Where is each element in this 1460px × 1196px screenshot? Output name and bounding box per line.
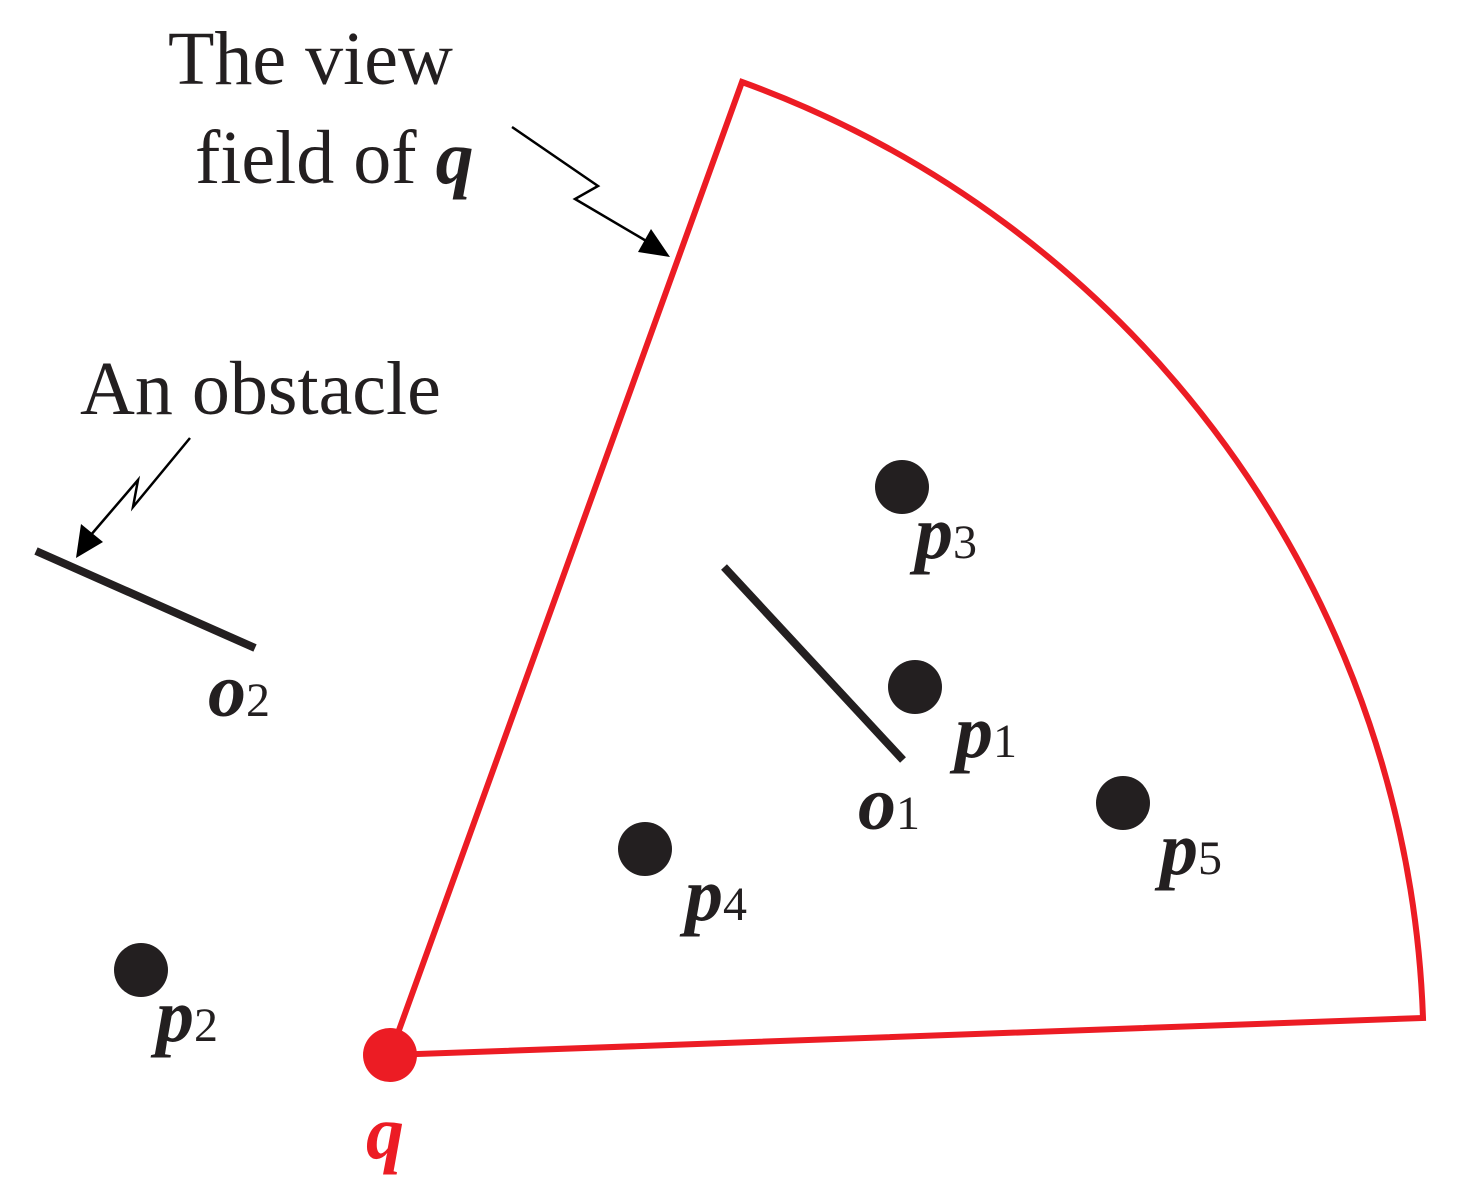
point-p4: [618, 822, 672, 876]
point-p3: [875, 460, 929, 514]
obstacle-o2: [34, 547, 257, 652]
point-p1: [888, 660, 942, 714]
label-p3: p3: [909, 491, 977, 575]
obstacle-arrowhead: [76, 524, 103, 558]
point-p2: [114, 943, 168, 997]
view-field-arrowhead: [638, 229, 670, 257]
view-field-caption-line2: field of q: [195, 116, 474, 200]
label-o1: o1: [858, 762, 920, 846]
label-q: q: [366, 1091, 404, 1175]
point-p5: [1096, 776, 1150, 830]
obstacle-callout-arrow: [89, 437, 191, 537]
query-point-q: [363, 1028, 417, 1082]
label-o2: o2: [208, 649, 270, 733]
obstacle-o1: [721, 564, 906, 763]
label-p1: p1: [949, 690, 1017, 774]
view-field-caption-symbol: q: [436, 116, 474, 200]
label-p4: p4: [679, 853, 747, 937]
view-field-sector: [385, 78, 1427, 1059]
label-p2: p2: [150, 974, 218, 1058]
obstacle-caption: An obstacle: [80, 347, 441, 431]
label-p5: p5: [1154, 807, 1222, 891]
view-field-callout-arrow: [511, 125, 649, 244]
view-field-caption-line1: The view: [168, 17, 453, 101]
